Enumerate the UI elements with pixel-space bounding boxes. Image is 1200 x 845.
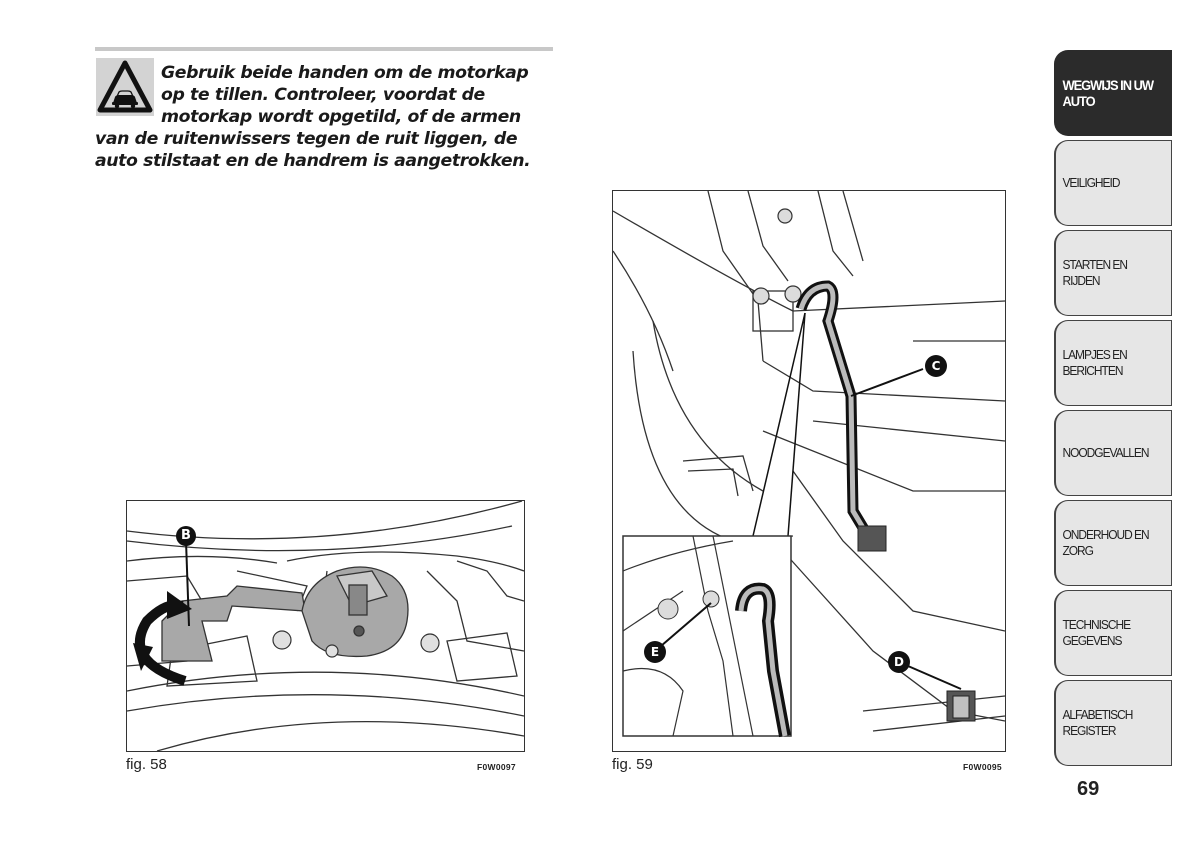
tab-label: VEILIGHEID: [1062, 175, 1120, 190]
tab-label: ALFABETISCH REGISTER: [1062, 707, 1133, 738]
tab-noodgevallen[interactable]: NOODGEVALLEN: [1054, 410, 1172, 496]
tab-label: WEGWIJS IN UW AUTO: [1062, 77, 1154, 109]
tab-technische-gegevens[interactable]: TECHNISCHE GEGEVENS: [1054, 590, 1172, 676]
figure-59: C D E: [612, 190, 1006, 752]
tab-label: ONDERHOUD EN ZORG: [1062, 527, 1149, 558]
label-d: D: [894, 655, 904, 669]
figure-59-code: F0W0095: [963, 762, 1002, 772]
hood-latch-illustration: [127, 501, 524, 751]
figure-58: B: [126, 500, 525, 752]
tab-label: NOODGEVALLEN: [1062, 445, 1149, 460]
tab-alfabetisch-register[interactable]: ALFABETISCH REGISTER: [1054, 680, 1172, 766]
tab-label: TECHNISCHE GEGEVENS: [1062, 617, 1131, 648]
figure-58-caption: fig. 58: [126, 756, 167, 773]
figure-58-code: F0W0097: [477, 762, 516, 772]
tab-label: STARTEN EN RIJDEN: [1062, 257, 1128, 288]
warning-text: Gebruik beide handen om de motorkap op t…: [95, 63, 531, 171]
label-c: C: [931, 359, 941, 373]
label-b: B: [181, 528, 191, 543]
tab-starten-en-rijden[interactable]: STARTEN EN RIJDEN: [1054, 230, 1172, 316]
tab-label: LAMPJES EN BERICHTEN: [1062, 347, 1127, 378]
hood-prop-rod-illustration: [613, 191, 1005, 738]
tab-lampjes-en-berichten[interactable]: LAMPJES EN BERICHTEN: [1054, 320, 1172, 406]
tab-wegwijs-in-uw-auto[interactable]: WEGWIJS IN UW AUTO: [1054, 50, 1172, 136]
page-number: 69: [1077, 778, 1100, 800]
tab-veiligheid[interactable]: VEILIGHEID: [1054, 140, 1172, 226]
figure-59-caption: fig. 59: [612, 756, 653, 773]
warning-text-block: Gebruik beide handen om de motorkap op t…: [95, 62, 557, 172]
label-e: E: [650, 645, 660, 659]
section-divider: [95, 47, 553, 51]
warning-triangle-icon: [96, 58, 154, 116]
tab-onderhoud-en-zorg[interactable]: ONDERHOUD EN ZORG: [1054, 500, 1172, 586]
